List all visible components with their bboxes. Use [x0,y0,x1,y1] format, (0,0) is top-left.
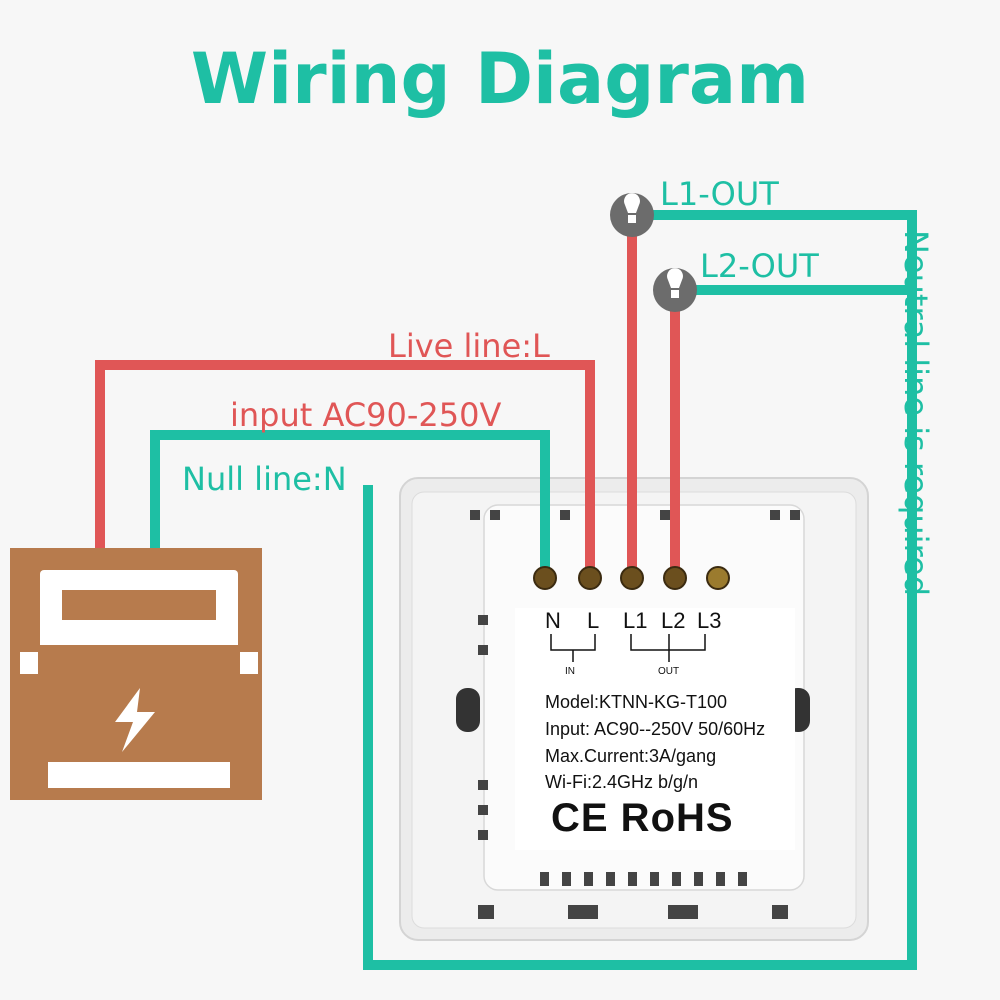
model-text: Model:KTNN-KG-T100 [545,692,728,712]
terminal-l3: L3 [697,608,722,633]
terminal-l2: L2 [661,608,686,633]
terminal-l: L [587,608,600,633]
in-group-label: IN [565,666,575,677]
certification-marks: CE RoHS [551,796,734,840]
terminal-bracket [550,634,706,662]
lightning-icon [115,688,155,752]
switch-spec-label: N L L1 L2 L3 IN OUT Model:KTNN-KG-T100 I… [515,608,795,850]
l1-out-label: L1-OUT [660,175,779,213]
live-wire [95,215,680,578]
input-voltage-label: input AC90-250V [230,396,502,434]
out-group-label: OUT [658,666,680,677]
l2-out-label: L2-OUT [700,247,819,285]
lightbulb-icon [610,193,654,237]
terminal-n: N [545,608,561,633]
input-text: Input: AC90--250V 50/60Hz [545,719,766,739]
wifi-text: Wi-Fi:2.4GHz b/g/n [545,772,699,792]
terminal-l1: L1 [623,608,648,633]
max-current-text: Max.Current:3A/gang [545,746,717,766]
lightbulb-icon [653,268,697,312]
null-line-label: Null line:N [182,460,347,498]
page-title: Wiring Diagram [190,38,810,120]
neutral-required-label: Neutral line is required [897,230,935,597]
neutral-wire [150,210,917,970]
terminal-screws [533,566,730,590]
live-line-label: Live line:L [388,327,550,365]
electric-meter-icon [10,548,262,800]
